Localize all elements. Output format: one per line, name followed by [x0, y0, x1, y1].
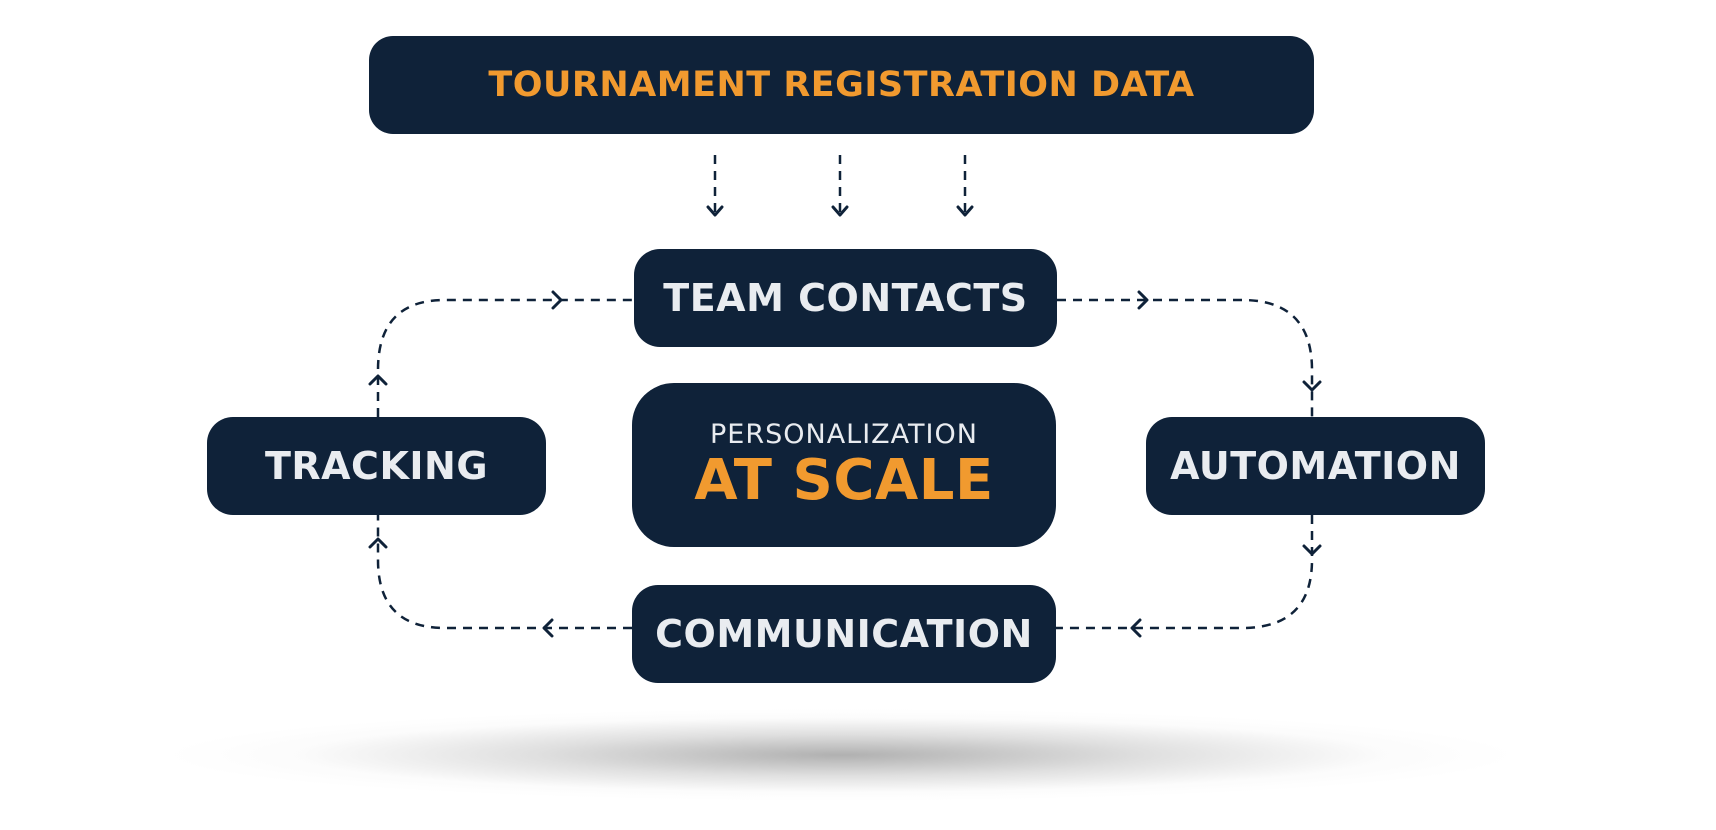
edge-team-to-automation	[1057, 298, 1314, 417]
chevron-down-icon	[1302, 380, 1322, 392]
center-node-personalization: PERSONALIZATION AT SCALE	[632, 383, 1056, 547]
chevron-left-icon	[542, 618, 554, 638]
tracking-label: TRACKING	[264, 444, 489, 488]
automation-label: AUTOMATION	[1170, 444, 1461, 488]
center-title: AT SCALE	[694, 448, 994, 513]
chevron-down-icon	[1302, 544, 1322, 556]
chevron-right-icon	[1137, 290, 1149, 310]
edge-tracking-to-team	[376, 298, 634, 417]
source-node-tournament-registration: TOURNAMENT REGISTRATION DATA	[369, 36, 1314, 134]
source-label: TOURNAMENT REGISTRATION DATA	[488, 65, 1195, 105]
chevron-up-icon	[368, 374, 388, 386]
chevron-left-icon	[1130, 618, 1142, 638]
communication-label: COMMUNICATION	[655, 612, 1033, 656]
chevron-down-icon	[956, 205, 974, 217]
node-team-contacts: TEAM CONTACTS	[634, 249, 1057, 347]
chevron-up-icon	[368, 537, 388, 549]
chevron-down-icon	[831, 205, 849, 217]
floor-shadow	[165, 700, 1517, 810]
edge-automation-to-communication	[1056, 515, 1314, 630]
team-contacts-label: TEAM CONTACTS	[663, 276, 1028, 320]
node-automation: AUTOMATION	[1146, 417, 1485, 515]
edge-communication-to-tracking	[376, 515, 632, 630]
node-communication: COMMUNICATION	[632, 585, 1056, 683]
center-subtitle: PERSONALIZATION	[710, 419, 978, 450]
chevron-down-icon	[706, 205, 724, 217]
node-tracking: TRACKING	[207, 417, 546, 515]
chevron-right-icon	[551, 290, 563, 310]
